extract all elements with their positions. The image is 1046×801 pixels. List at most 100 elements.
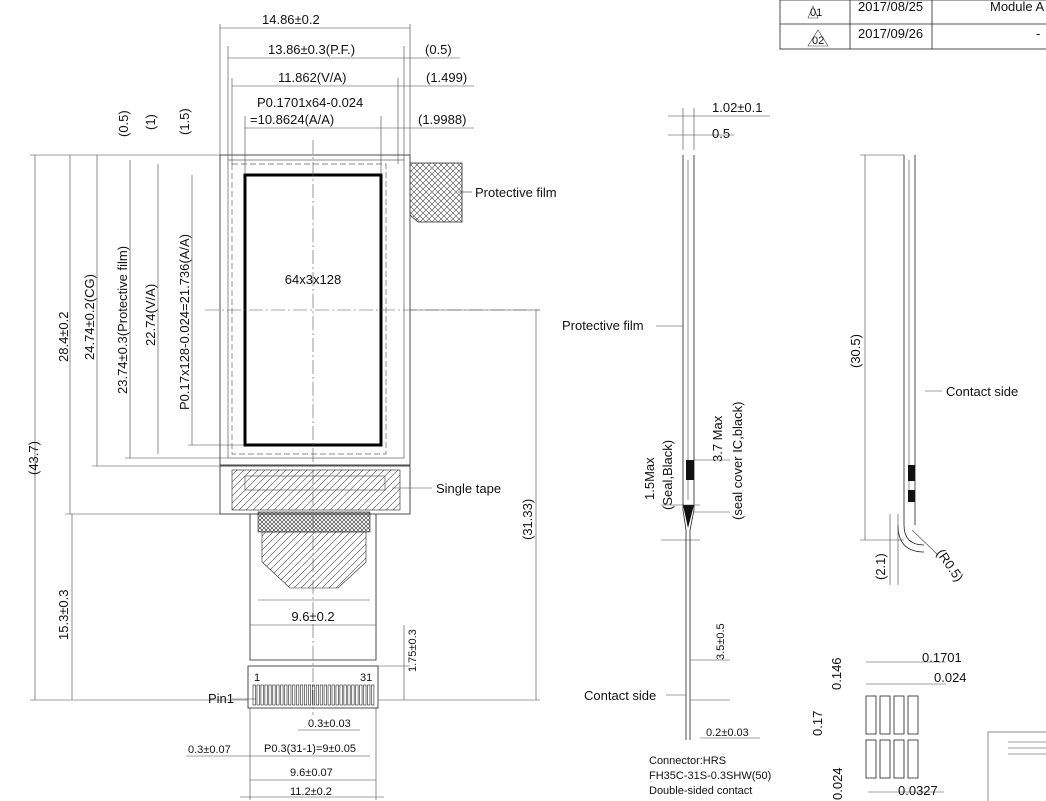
connector-pin [260, 684, 264, 706]
connector-pin [363, 684, 367, 706]
protective-film-label: Protective film [475, 185, 557, 200]
connector-pin [355, 684, 359, 706]
dim-protective-film-height: 23.74±0.3(Protective film) [115, 246, 130, 394]
dim-active-area-height: P0.17x128-0.024=21.736(A/A) [177, 234, 192, 410]
connector-pin [252, 684, 256, 706]
bend-offset: (2.1) [873, 553, 888, 580]
bent-height: (30.5) [848, 334, 863, 368]
connector-pin [327, 684, 331, 706]
dim-edge: 0.3±0.07 [188, 744, 231, 756]
pixel-h2: 0.17 [810, 711, 825, 736]
pixel-h1: 0.146 [829, 657, 844, 690]
revision-desc: - [1036, 26, 1040, 41]
revision-triangle-icon [807, 29, 829, 47]
revision-date: 2017/08/25 [858, 0, 923, 14]
dim-overall-height: (43.7) [26, 441, 41, 475]
subpixel [865, 695, 877, 735]
dim-contact-length: 1.75±0.3 [407, 629, 419, 672]
connector-pin [331, 684, 335, 706]
dim-offset-1: (0.5) [425, 42, 452, 57]
subpixel [879, 739, 891, 779]
connector-line-3: Double-sided contact [649, 785, 752, 797]
pixel-w1: 0.1701 [922, 650, 962, 665]
connector-pin [288, 684, 292, 706]
subpixel [893, 695, 905, 735]
connector-pin [371, 684, 375, 706]
contact-side-label: Contact side [584, 688, 656, 703]
revision-date: 2017/09/26 [858, 26, 923, 41]
dim-centre-to-contact: (31.33) [520, 499, 535, 540]
dim-fpc-thickness: 0.2±0.03 [706, 727, 749, 739]
protective-film-tab [409, 162, 463, 223]
front-view: 14.86±0.2 13.86±0.3(P.F.) (0.5) 11.862(V… [26, 12, 557, 800]
dim-film: 0.5 [712, 126, 730, 141]
connector-pin [319, 684, 323, 706]
viewing-area-outline [231, 163, 387, 455]
revision-table: 01 2017/08/25 Module A 02 2017/09/26 - [779, 0, 1046, 50]
dim-viewing-area-height: 22.74(V/A) [143, 284, 158, 346]
connector-pin [359, 684, 363, 706]
connector-pin [339, 684, 343, 706]
connector-pin [304, 684, 308, 706]
ic-cover-max: 3.7 Max [710, 415, 725, 462]
connector-line-1: Connector:HRS [649, 755, 726, 767]
subpixel [907, 739, 919, 779]
connector-pin [300, 684, 304, 706]
connector-pin [276, 684, 280, 706]
seal-max: 1.5Max [642, 457, 657, 500]
pin1-label: Pin1 [208, 691, 234, 706]
connector-pin [284, 684, 288, 706]
seal-black [683, 505, 694, 528]
connector-pin [268, 684, 272, 706]
bent-contact-side: Contact side [946, 384, 1018, 399]
connector-line-2: FH35C-31S-0.3SHW(50) [649, 770, 771, 782]
subpixel [865, 739, 877, 779]
dim-pitch: 0.3±0.03 [308, 718, 351, 730]
pixel-w3: 0.0327 [898, 783, 938, 798]
revision-no: 02 [812, 35, 824, 47]
dim-stiffener: 3.5±0.5 [715, 623, 727, 660]
pixel-w2: 0.024 [934, 670, 967, 685]
side-view: 1.02±0.1 0.5 Protective film 1.5Max (Sea… [562, 100, 771, 797]
revision-desc: Module A [990, 0, 1045, 14]
dim-top-offset-2: (1) [143, 114, 158, 130]
connector-pin [272, 684, 276, 706]
pixel-detail: 0.1701 0.024 0.146 0.17 0.024 0.0327 [810, 650, 967, 800]
bend-radius: (R0.5) [934, 546, 967, 584]
dim-top-offset-1: (0.5) [116, 110, 131, 137]
dim-viewing-area: 11.862(V/A) [278, 70, 346, 85]
dim-offset-3: (1.9988) [418, 112, 466, 127]
connector-pin [315, 684, 319, 706]
connector-pin [335, 684, 339, 706]
subpixel [907, 695, 919, 735]
pin-last: 31 [360, 672, 372, 684]
bent-view: (30.5) Contact side (2.1) (R0.5) [848, 154, 1018, 585]
pin-first: 1 [254, 672, 260, 684]
dim-overall-width: 14.86±0.2 [262, 12, 320, 27]
connector-pin [323, 684, 327, 706]
dim-offset-2: (1.499) [426, 70, 467, 85]
single-tape-label: Single tape [436, 481, 501, 496]
dim-glass-height: 28.4±0.2 [56, 311, 71, 362]
dim-fpc-length: 15.3±0.3 [56, 589, 71, 640]
pixel-h3: 0.024 [830, 767, 845, 800]
subpixel [893, 739, 905, 779]
dim-protective-film-width: 13.86±0.3(P.F.) [268, 42, 355, 57]
dim-pixel-pitch-h: P0.1701x64-0.024 [257, 95, 363, 110]
connector-pin [343, 684, 347, 706]
revision-triangle-icon [807, 5, 819, 19]
dim-top-offset-3: (1.5) [177, 108, 192, 135]
resolution-label: 64x3x128 [285, 272, 341, 287]
protective-film-label-side: Protective film [562, 318, 644, 333]
dim-fpc-width: 9.6±0.2 [291, 609, 334, 624]
subpixel [879, 695, 891, 735]
connector-pin [256, 684, 260, 706]
dim-cg-height: 24.74±0.2(CG) [82, 274, 97, 360]
dim-active-area-w: =10.8624(A/A) [250, 112, 334, 127]
dim-pin-span: P0.3(31-1)=9±0.05 [264, 743, 356, 755]
connector-pin [347, 684, 351, 706]
connector-pin [311, 684, 315, 706]
connector-pin [367, 684, 371, 706]
dim-width-a: 9.6±0.07 [290, 767, 333, 779]
